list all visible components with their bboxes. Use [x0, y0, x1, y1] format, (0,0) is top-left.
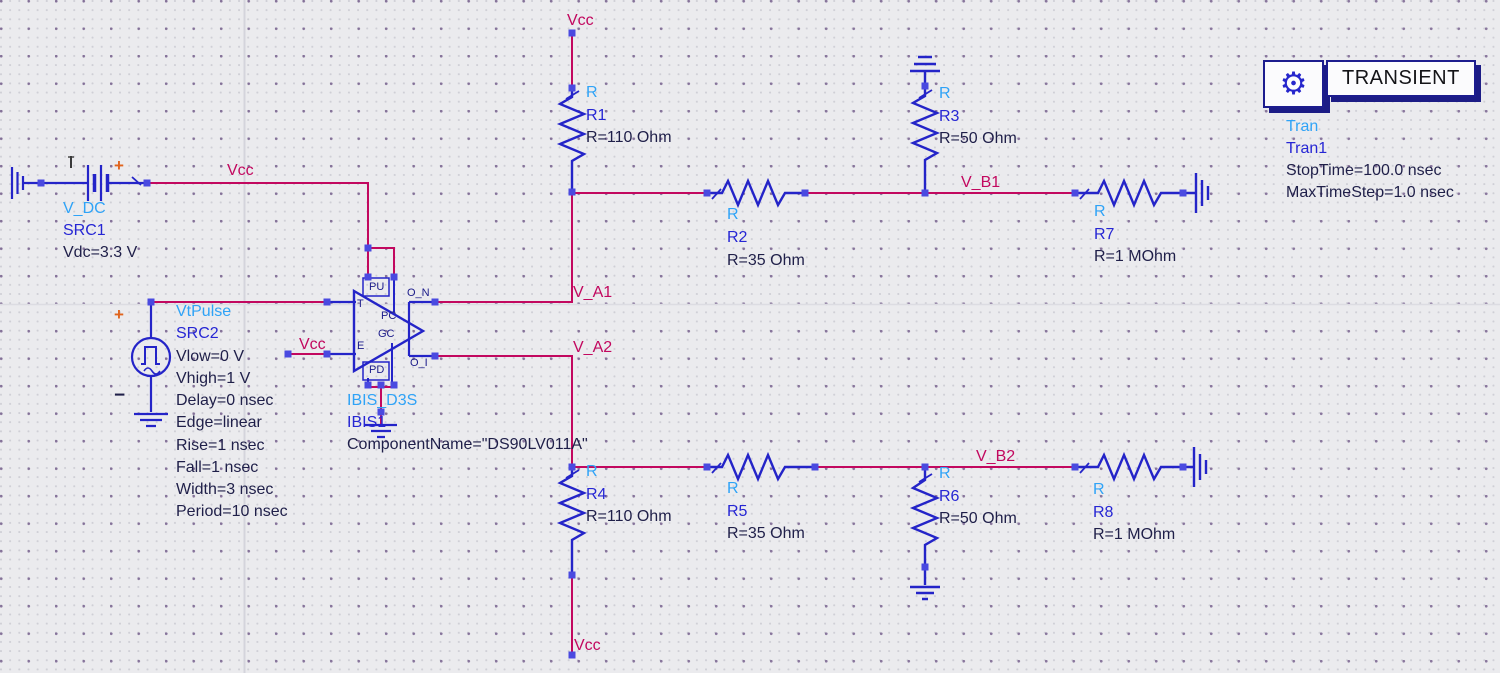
- r8-type-label[interactable]: R: [1093, 481, 1105, 498]
- src2-param-label[interactable]: Width=3 nsec: [176, 481, 274, 498]
- pin-label-gc: GC: [378, 328, 395, 340]
- r1-value-label[interactable]: R=110 Ohm: [586, 129, 672, 146]
- r4-name-label[interactable]: R4: [586, 486, 607, 503]
- net-label-vcc[interactable]: Vcc: [567, 12, 594, 29]
- resistor-r6-symbol[interactable]: [909, 467, 941, 601]
- ground-icon: [365, 423, 397, 439]
- src2-type-label[interactable]: VtPulse: [176, 303, 232, 320]
- net-label-v-a2[interactable]: V_A2: [573, 339, 613, 356]
- r8-value-label[interactable]: R=1 MOhm: [1093, 526, 1176, 543]
- resistor-r1-symbol[interactable]: [556, 90, 588, 192]
- resistor-r5-symbol[interactable]: [707, 451, 815, 483]
- plus-sign: +: [114, 305, 124, 324]
- plus-sign: +: [114, 156, 124, 175]
- r4-value-label[interactable]: R=110 Ohm: [586, 508, 672, 525]
- tran-param-label[interactable]: MaxTimeStep=1.0 nsec: [1286, 184, 1454, 201]
- net-label-v-b1[interactable]: V_B1: [961, 174, 1001, 191]
- r2-value-label[interactable]: R=35 Ohm: [727, 252, 805, 269]
- sim-title-box: TRANSIENT: [1326, 60, 1476, 97]
- src2-param-label[interactable]: Vhigh=1 V: [176, 370, 251, 387]
- r3-type-label[interactable]: R: [939, 85, 951, 102]
- r5-value-label[interactable]: R=35 Ohm: [727, 525, 805, 542]
- ground-icon: [134, 412, 168, 428]
- src2-param-label[interactable]: Rise=1 nsec: [176, 437, 265, 454]
- vtpulse-src2-symbol[interactable]: [130, 302, 172, 428]
- pin-label-t: T: [357, 298, 364, 310]
- ibis-type-label[interactable]: IBIS_D3S: [347, 392, 418, 409]
- tran-type-label[interactable]: Tran: [1286, 118, 1319, 135]
- net-label-vcc[interactable]: Vcc: [299, 336, 326, 353]
- tran-param-label[interactable]: StopTime=100.0 nsec: [1286, 162, 1442, 179]
- src2-param-label[interactable]: Fall=1 nsec: [176, 459, 259, 476]
- ground-icon: [1192, 447, 1208, 487]
- src2-param-label[interactable]: Edge=linear: [176, 414, 262, 431]
- ground-icon: [910, 585, 940, 601]
- battery-src1-symbol[interactable]: [10, 165, 147, 201]
- r5-name-label[interactable]: R5: [727, 503, 748, 520]
- r1-type-label[interactable]: R: [586, 84, 598, 101]
- resistor-r4-symbol[interactable]: [556, 467, 588, 575]
- r3-value-label[interactable]: R=50 Ohm: [939, 130, 1017, 147]
- resistor-r7-symbol[interactable]: [1075, 173, 1210, 213]
- net-label-v-a1[interactable]: V_A1: [573, 284, 613, 301]
- pin-label-pu: PU: [369, 281, 385, 293]
- r1-name-label[interactable]: R1: [586, 107, 607, 124]
- gear-icon: ⚙: [1279, 65, 1308, 101]
- pin-label-o-i: O_I: [410, 357, 428, 369]
- r6-value-label[interactable]: R=50 Ohm: [939, 510, 1017, 527]
- r7-type-label[interactable]: R: [1094, 203, 1106, 220]
- src2-param-label[interactable]: Delay=0 nsec: [176, 392, 274, 409]
- r6-type-label[interactable]: R: [939, 465, 951, 482]
- ibis-buffer-symbol[interactable]: [327, 277, 435, 439]
- r5-type-label[interactable]: R: [727, 480, 739, 497]
- src1-param-label[interactable]: Vdc=3.3 V: [63, 244, 138, 261]
- sim-icon-box: ⚙: [1263, 60, 1324, 108]
- resistor-r8-symbol[interactable]: [1075, 447, 1208, 487]
- pulse-source-icon: [130, 336, 172, 378]
- src2-param-label[interactable]: Vlow=0 V: [176, 348, 245, 365]
- src1-type-label[interactable]: V_DC: [63, 200, 106, 217]
- minus-sign: −: [114, 385, 126, 406]
- r3-name-label[interactable]: R3: [939, 108, 960, 125]
- src2-name-label[interactable]: SRC2: [176, 325, 219, 342]
- src2-param-label[interactable]: Period=10 nsec: [176, 503, 288, 520]
- pin-label-o-n: O_N: [407, 287, 430, 299]
- pin-label-pd: PD: [369, 364, 385, 376]
- net-label-vcc[interactable]: Vcc: [574, 637, 601, 654]
- transient-sim-block[interactable]: ⚙ TRANSIENT: [1263, 60, 1476, 108]
- r2-name-label[interactable]: R2: [727, 229, 748, 246]
- ibis-componentname-label[interactable]: ComponentName="DS90LV011A": [347, 436, 588, 453]
- ground-icon: [1194, 173, 1210, 213]
- current-tick: [68, 156, 74, 168]
- r6-name-label[interactable]: R6: [939, 488, 960, 505]
- resistor-r2-symbol[interactable]: [707, 177, 805, 209]
- r7-name-label[interactable]: R7: [1094, 226, 1115, 243]
- resistor-r3-symbol[interactable]: [909, 55, 941, 193]
- pin-label-pc: PC: [381, 310, 397, 322]
- pin-squares: [37, 29, 1187, 659]
- pin-label-e: E: [357, 340, 365, 352]
- r7-value-label[interactable]: R=1 MOhm: [1094, 248, 1177, 265]
- net-label-v-b2[interactable]: V_B2: [976, 448, 1016, 465]
- r4-type-label[interactable]: R: [586, 463, 598, 480]
- ground-icon: [910, 55, 940, 73]
- sim-title: TRANSIENT: [1342, 67, 1460, 89]
- src1-name-label[interactable]: SRC1: [63, 222, 106, 239]
- tran-name-label[interactable]: Tran1: [1286, 140, 1328, 157]
- ibis-name-label[interactable]: IBIS1: [347, 414, 387, 431]
- ground-icon: [10, 167, 25, 199]
- r8-name-label[interactable]: R8: [1093, 504, 1114, 521]
- net-label-vcc[interactable]: Vcc: [227, 162, 254, 179]
- r2-type-label[interactable]: R: [727, 206, 739, 223]
